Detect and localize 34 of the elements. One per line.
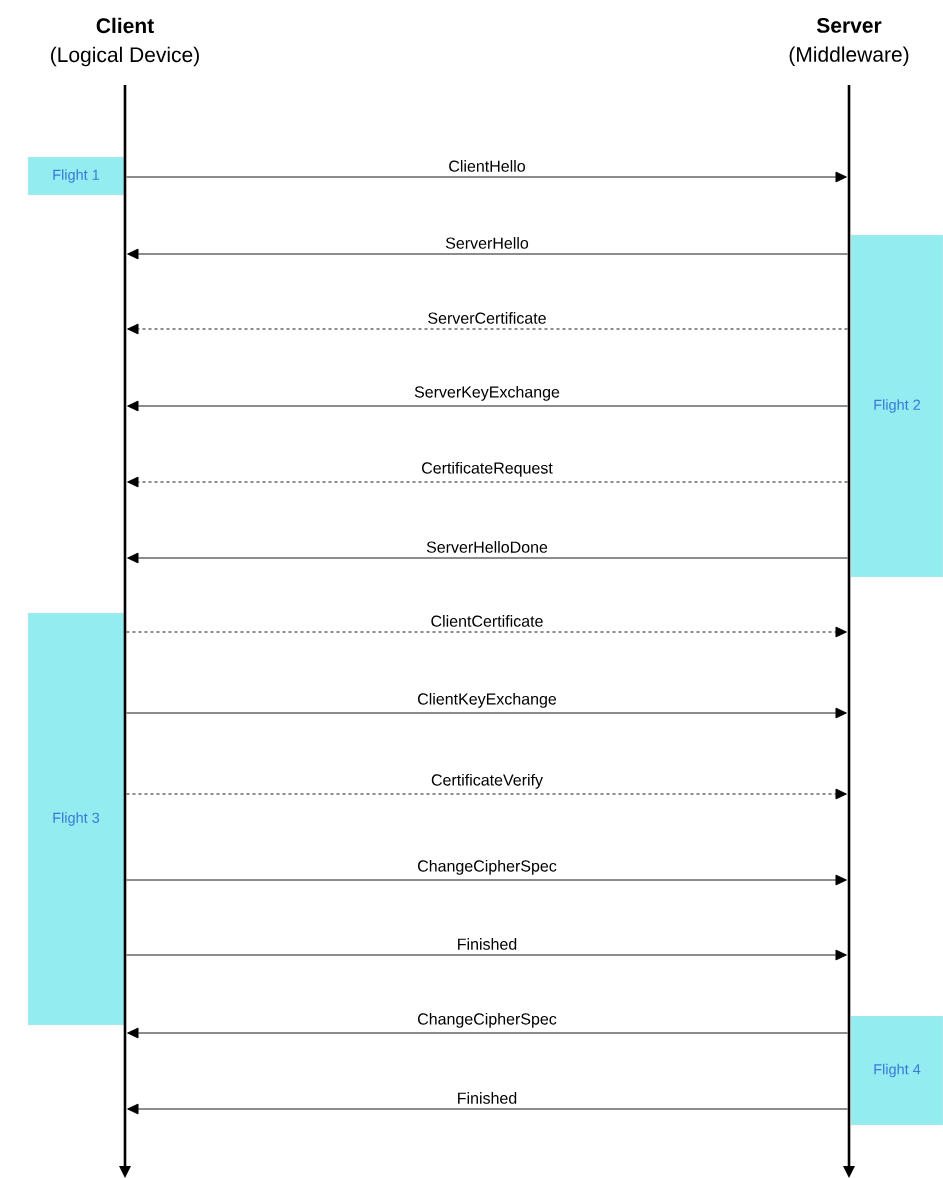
lifeline xyxy=(119,85,131,1178)
message-arrow xyxy=(126,707,847,719)
message-label: ClientCertificate xyxy=(428,613,546,629)
participant-label: Server (Middleware) xyxy=(789,18,909,66)
message-arrow xyxy=(127,400,848,412)
message-label: ClientKeyExchange xyxy=(415,690,559,710)
message-label: ServerCertificate xyxy=(425,310,549,326)
message-label: Finished xyxy=(454,936,520,952)
flight-band: Flight 2 xyxy=(850,234,943,578)
flight-band: Flight 3 xyxy=(27,612,125,1026)
message-arrow xyxy=(127,552,848,564)
message-arrow xyxy=(126,171,847,183)
lifeline xyxy=(843,85,855,1178)
message-label: ChangeCipherSpec xyxy=(415,1010,559,1030)
message-label: Finished xyxy=(454,1090,520,1106)
participant-label: Client (Logical Device) xyxy=(51,17,199,67)
flight-band: Flight 1 xyxy=(27,156,125,196)
message-arrow xyxy=(127,1103,848,1115)
message-label: CertificateRequest xyxy=(419,459,555,479)
message-arrow xyxy=(127,1027,848,1039)
message-arrow xyxy=(127,476,848,488)
flight-band: Flight 4 xyxy=(850,1015,943,1126)
message-label: ServerHello xyxy=(443,235,531,251)
message-label: ChangeCipherSpec xyxy=(415,857,559,877)
message-label: ServerKeyExchange xyxy=(412,383,562,403)
message-label: ClientHello xyxy=(446,158,528,174)
message-arrow xyxy=(126,949,847,961)
message-arrow xyxy=(127,323,848,335)
message-arrow xyxy=(126,788,847,800)
message-arrow xyxy=(126,626,847,638)
message-label: CertificateVerify xyxy=(429,771,546,791)
message-arrow xyxy=(126,874,847,886)
message-label: ServerHelloDone xyxy=(424,539,550,555)
message-arrow xyxy=(127,248,848,260)
